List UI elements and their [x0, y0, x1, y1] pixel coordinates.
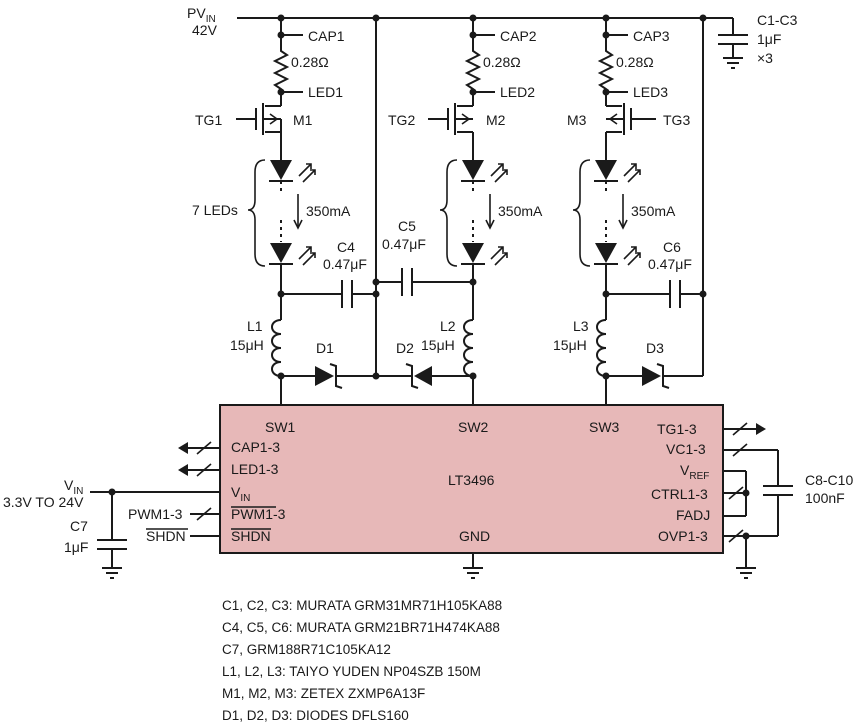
bom-line: C1, C2, C3: MURATA GRM31MR71H105KA88 [222, 598, 502, 613]
m1-label: M1 [293, 112, 313, 128]
c5-value: 0.47μF [382, 236, 426, 252]
d2-label: D2 [396, 340, 414, 356]
channel-3 [593, 18, 707, 405]
current-3: 350mA [631, 203, 676, 219]
bom-line: L1, L2, L3: TAIYO YUDEN NP04SZB 150M [222, 664, 481, 679]
bom-line: C7, GRM188R71C105KA12 [222, 642, 391, 657]
c7-label: C7 [70, 518, 88, 534]
bom-line: M1, M2, M3: ZETEX ZXMP6A13F [222, 686, 425, 701]
led3-label: LED3 [633, 84, 668, 100]
pvin-sub: IN [206, 14, 216, 25]
l2-label: L2 [440, 318, 456, 334]
svg-text:VREF: VREF [680, 462, 709, 482]
tg1-label: TG1 [195, 112, 222, 128]
pin-vc1-3: VC1-3 [666, 441, 706, 457]
pwm-input: PWM1-3 [128, 506, 183, 522]
pin-sw3: SW3 [589, 419, 620, 435]
cbank-value: 1μF [757, 31, 781, 47]
m3-label: M3 [567, 112, 587, 128]
res1-value: 0.28Ω [291, 54, 329, 70]
shdn-input: SHDN [146, 528, 186, 544]
led1-label: LED1 [308, 84, 343, 100]
pvin-label: PV [187, 5, 206, 21]
current-1: 350mA [306, 203, 351, 219]
c6-label: C6 [663, 239, 681, 255]
pin-vin: V [231, 484, 241, 500]
tg2-label: TG2 [388, 112, 415, 128]
channel-1 [236, 18, 380, 405]
pin-sw2: SW2 [458, 419, 489, 435]
res3-value: 0.28Ω [616, 54, 654, 70]
bom-list: C1, C2, C3: MURATA GRM31MR71H105KA88 C4,… [222, 598, 502, 723]
pin-ctrl1-3: CTRL1-3 [651, 486, 708, 502]
c7-value: 1μF [64, 539, 88, 555]
l3-label: L3 [573, 318, 589, 334]
c6-value: 0.47μF [648, 256, 692, 272]
pin-shdn: SHDN [231, 528, 271, 544]
pin-led1-3: LED1-3 [231, 461, 279, 477]
pin-ovp1-3: OVP1-3 [658, 528, 708, 544]
pin-vin-sub: IN [240, 493, 250, 504]
c4-label: C4 [337, 239, 355, 255]
vin-range: 3.3V TO 24V [3, 494, 84, 510]
bom-line: D1, D2, D3: DIODES DFLS160 [222, 708, 409, 723]
led-count-label: 7 LEDs [192, 202, 238, 218]
c8-c10-label: C8-C10 [805, 472, 853, 488]
l2-value: 15μH [421, 337, 455, 353]
cbank-name: C1-C3 [757, 12, 798, 28]
cap1-label: CAP1 [308, 28, 345, 44]
l3-value: 15μH [553, 337, 587, 353]
current-2: 350mA [498, 203, 543, 219]
pin-cap1-3: CAP1-3 [231, 439, 280, 455]
pin-vref-sub: REF [689, 471, 709, 482]
cap3-label: CAP3 [633, 28, 670, 44]
svg-text:PVIN: PVIN [187, 5, 216, 25]
bom-line: C4, C5, C6: MURATA GRM21BR71H474KA88 [222, 620, 500, 635]
pin-pwm1-3: PWM1-3 [231, 506, 286, 522]
svg-text:VIN: VIN [64, 477, 83, 497]
pin-fadj: FADJ [676, 507, 710, 523]
c8-c10-value: 100nF [805, 490, 845, 506]
l1-value: 15μH [230, 337, 264, 353]
c4-value: 0.47μF [323, 256, 367, 272]
vin-label: V [64, 477, 74, 493]
pvin-value: 42V [192, 22, 218, 38]
d3-label: D3 [646, 340, 664, 356]
pin-tg1-3: TG1-3 [657, 421, 697, 437]
pin-sw1: SW1 [265, 419, 296, 435]
ic-name: LT3496 [448, 472, 495, 488]
pin-gnd: GND [459, 528, 490, 544]
lt3496-ic [219, 404, 724, 554]
m2-label: M2 [486, 112, 506, 128]
c5-label: C5 [398, 218, 416, 234]
cap2-label: CAP2 [500, 28, 537, 44]
l1-label: L1 [247, 318, 263, 334]
d1-label: D1 [316, 340, 334, 356]
svg-text:VIN: VIN [231, 484, 250, 504]
channel-2 [376, 18, 508, 405]
tg3-label: TG3 [663, 112, 690, 128]
led2-label: LED2 [500, 84, 535, 100]
cbank-mult: ×3 [757, 50, 773, 66]
vin-sub: IN [73, 486, 83, 497]
res2-value: 0.28Ω [483, 54, 521, 70]
pin-vref: V [680, 462, 690, 478]
